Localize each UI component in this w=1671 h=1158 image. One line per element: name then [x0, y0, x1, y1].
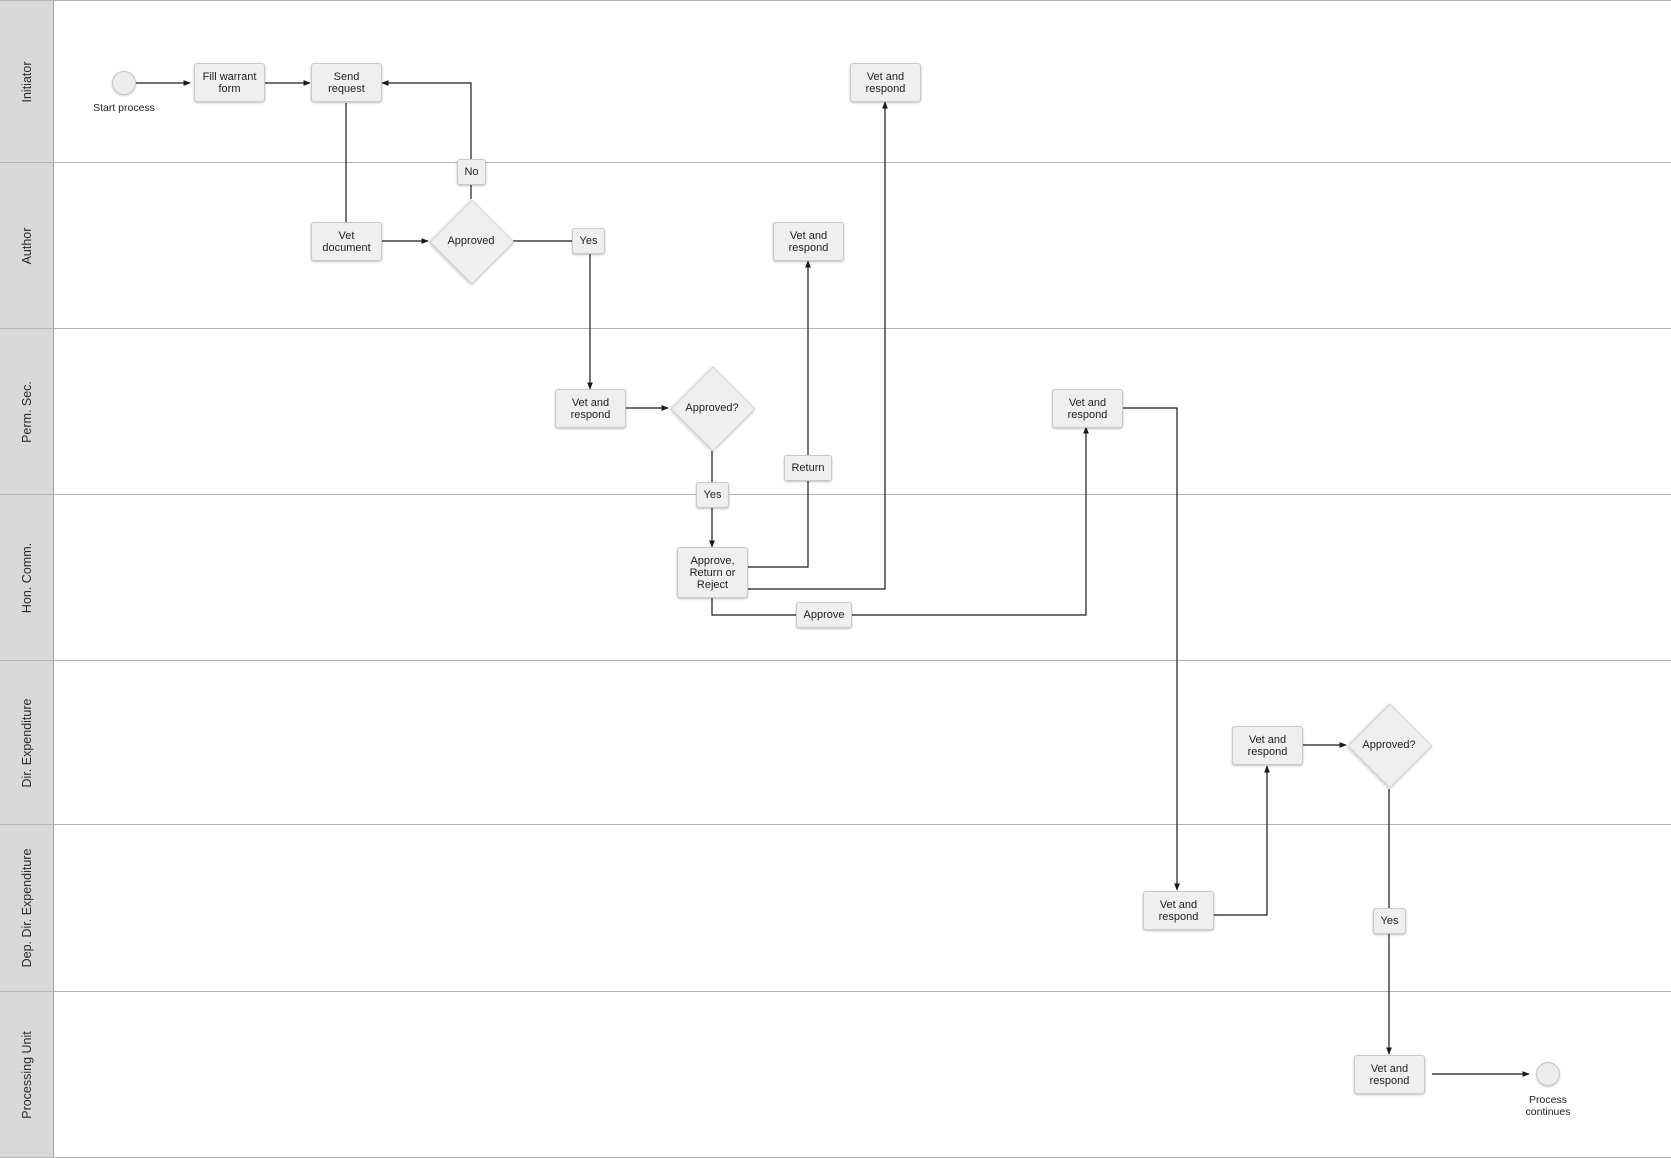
- task-dep-dir-vet-and-respond[interactable]: Vet and respond: [1143, 891, 1214, 930]
- end-event[interactable]: [1536, 1062, 1560, 1086]
- task-approve-return-or-reject[interactable]: Approve, Return or Reject: [677, 547, 748, 598]
- edge-label-no: No: [457, 159, 486, 185]
- lane-hon-comm: Hon. Comm.: [0, 495, 1671, 661]
- task-author-vet-and-respond[interactable]: Vet and respond: [773, 222, 844, 261]
- edge-permsec-to-dep-dir: [1123, 407, 1180, 891]
- edge-label-yes-author: Yes: [572, 228, 605, 254]
- edge-hon-to-initiator: [748, 101, 888, 590]
- task-processing-vet-and-respond[interactable]: Vet and respond: [1354, 1055, 1425, 1094]
- lane-dir-expenditure: Dir. Expenditure: [0, 661, 1671, 825]
- edge-label-return: Return: [784, 455, 832, 481]
- task-send-request[interactable]: Send request: [311, 63, 382, 102]
- lane-header: Hon. Comm.: [0, 495, 54, 660]
- edge-label-yes-permsec: Yes: [696, 482, 729, 508]
- task-vet-document[interactable]: Vet document: [311, 222, 382, 261]
- lane-processing-unit: Processing Unit: [0, 992, 1671, 1158]
- decision-dir-approved[interactable]: Approved?: [1347, 703, 1433, 789]
- edge-label-yes-dir: Yes: [1373, 908, 1406, 934]
- decision-label: Approved?: [1362, 739, 1416, 751]
- edge-approved-yes-to-permsec: [513, 240, 593, 390]
- lane-author: Author: [0, 163, 1671, 329]
- task-permsec-vet-and-respond[interactable]: Vet and respond: [555, 389, 626, 428]
- lane-header: Dep. Dir. Expenditure: [0, 825, 54, 991]
- decision-author-approved[interactable]: Approved: [429, 199, 515, 285]
- task-initiator-vet-and-respond[interactable]: Vet and respond: [850, 63, 921, 102]
- end-caption: Process continues: [1525, 1094, 1571, 1118]
- lane-perm-sec: Perm. Sec.: [0, 329, 1671, 495]
- lane-initiator: Initiator: [0, 0, 1671, 163]
- decision-permsec-approved[interactable]: Approved?: [670, 366, 756, 452]
- start-event[interactable]: [112, 71, 136, 95]
- edge-label-approve: Approve: [796, 602, 852, 628]
- edge-dep-dir-to-dir: [1213, 765, 1270, 916]
- task-permsec-vet-and-respond-2[interactable]: Vet and respond: [1052, 389, 1123, 428]
- start-caption: Start process: [93, 102, 155, 114]
- edge-hon-return-to-author: [748, 260, 811, 568]
- lane-header: Perm. Sec.: [0, 329, 54, 494]
- task-dir-vet-and-respond[interactable]: Vet and respond: [1232, 726, 1303, 765]
- lane-header: Initiator: [0, 1, 54, 162]
- decision-label: Approved: [447, 235, 495, 247]
- edge-hon-approve-to-permsec: [711, 426, 1089, 616]
- lane-dep-dir-expenditure: Dep. Dir. Expenditure: [0, 825, 1671, 992]
- lane-header: Author: [0, 163, 54, 328]
- decision-label: Approved?: [685, 402, 739, 414]
- lane-header: Processing Unit: [0, 992, 54, 1157]
- task-fill-warrant-form[interactable]: Fill warrant form: [194, 63, 265, 102]
- lane-header: Dir. Expenditure: [0, 661, 54, 824]
